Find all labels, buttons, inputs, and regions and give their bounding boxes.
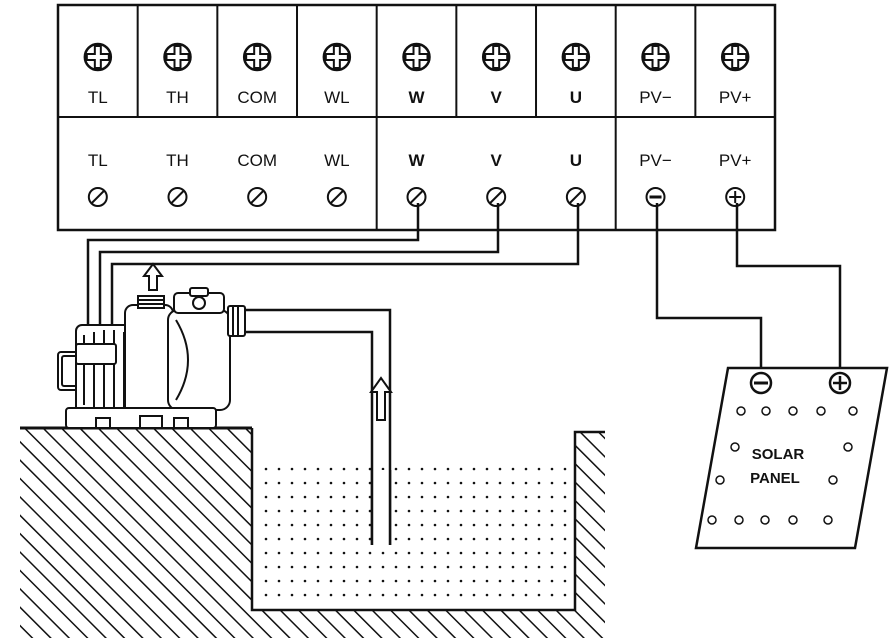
terminal-top-1: TL [83,42,113,107]
terminal-top-label: WL [324,88,350,107]
terminal-top-label: V [491,88,503,107]
cross-slot [245,45,270,69]
terminal-bottom-5: W [406,151,427,207]
screw-mark [91,190,105,204]
terminal-top-label: W [408,88,425,107]
cross-slot [404,45,429,69]
panel-cell-dot [760,515,770,525]
panel-cell-dot [843,442,853,452]
pipe-inside-water [373,470,389,546]
water [256,465,572,607]
panel-cell-dot [734,515,744,525]
terminal-bottom-label: V [491,151,503,170]
terminal-bottom-8: PV− [639,151,672,207]
discharge-arrow-up-icon [142,262,164,291]
screw-mark [489,190,503,204]
terminal-top-label: TL [88,88,108,107]
flow-arrow-up-icon [369,376,393,421]
terminal-top-8: PV− [639,42,672,107]
screw-mark [330,190,344,204]
solar-panel: SOLAR PANEL [694,366,889,550]
panel-cell-dot [707,515,717,525]
terminal-bottom-label: WL [324,151,350,170]
terminal-bottom-label: U [570,151,582,170]
panel-cell-dot [788,515,798,525]
panel-plus-terminal-icon [828,371,852,395]
terminal-top-6: V [481,42,511,107]
terminal-top-label: PV− [639,88,672,107]
screw-mark [569,190,583,204]
terminal-top-7: U [561,42,591,107]
terminal-top-row: TL TH COM WL W V U PV− PV+ [83,42,752,107]
panel-cells [707,406,858,525]
terminal-top-label: TH [166,88,189,107]
terminal-bottom-9: PV+ [719,151,752,207]
panel-cell-dot [848,406,858,416]
pump [57,287,246,429]
terminal-bottom-label: PV− [639,151,672,170]
ground-hatch [20,428,605,638]
terminal-top-5: W [402,42,431,107]
terminal-bottom-7: U [565,151,586,207]
terminal-top-label: PV+ [719,88,752,107]
panel-cell-dot [823,515,833,525]
motor-wires [86,203,580,340]
screw-mark [170,190,185,204]
terminal-top-2: TH [163,42,192,107]
terminal-bottom-label: TH [166,151,189,170]
cross-slot [85,45,110,69]
terminal-bottom-2: TH [166,151,189,207]
terminal-bottom-label: COM [237,151,277,170]
terminal-bottom-label: PV+ [719,151,752,170]
terminal-top-label: COM [237,88,277,107]
screw-mark [409,190,424,204]
terminal-bottom-3: COM [237,151,277,207]
ground [20,426,605,638]
suction-pipe [245,308,392,546]
terminal-block: TL TH COM WL W V U PV− PV+ TL TH COM WL W V U PV− PV+ [56,3,777,232]
panel-cell-dot [788,406,798,416]
terminal-bottom-4: WL [324,151,350,207]
cross-slot [165,45,190,69]
panel-cell-dot [730,442,740,452]
terminal-bottom-6: V [486,151,507,207]
terminal-bottom-row: TL TH COM WL W V U PV− PV+ [87,151,752,207]
terminal-bottom-1: TL [87,151,108,207]
panel-cell-dot [828,475,838,485]
panel-minus-terminal-icon [749,371,773,395]
terminal-top-label: U [570,88,582,107]
terminal-bottom-label: TL [88,151,108,170]
cross-slot [643,45,668,69]
panel-cell-dot [736,406,746,416]
panel-cell-dot [715,475,725,485]
cross-slot [324,45,349,69]
screw-mark [250,190,264,204]
cross-slot [723,45,748,69]
pv-wires [655,203,842,372]
cross-slot [563,45,588,69]
terminal-top-3: COM [237,42,277,107]
panel-cell-dot [816,406,826,416]
terminal-top-4: WL [322,42,352,107]
panel-cell-dot [761,406,771,416]
solar-panel-label-line1: SOLAR [752,446,805,463]
terminal-bottom-label: W [408,151,425,170]
terminal-top-9: PV+ [719,42,752,107]
basin-outline [250,428,605,612]
solar-panel-label-line2: PANEL [750,470,800,487]
cross-slot [484,45,509,69]
